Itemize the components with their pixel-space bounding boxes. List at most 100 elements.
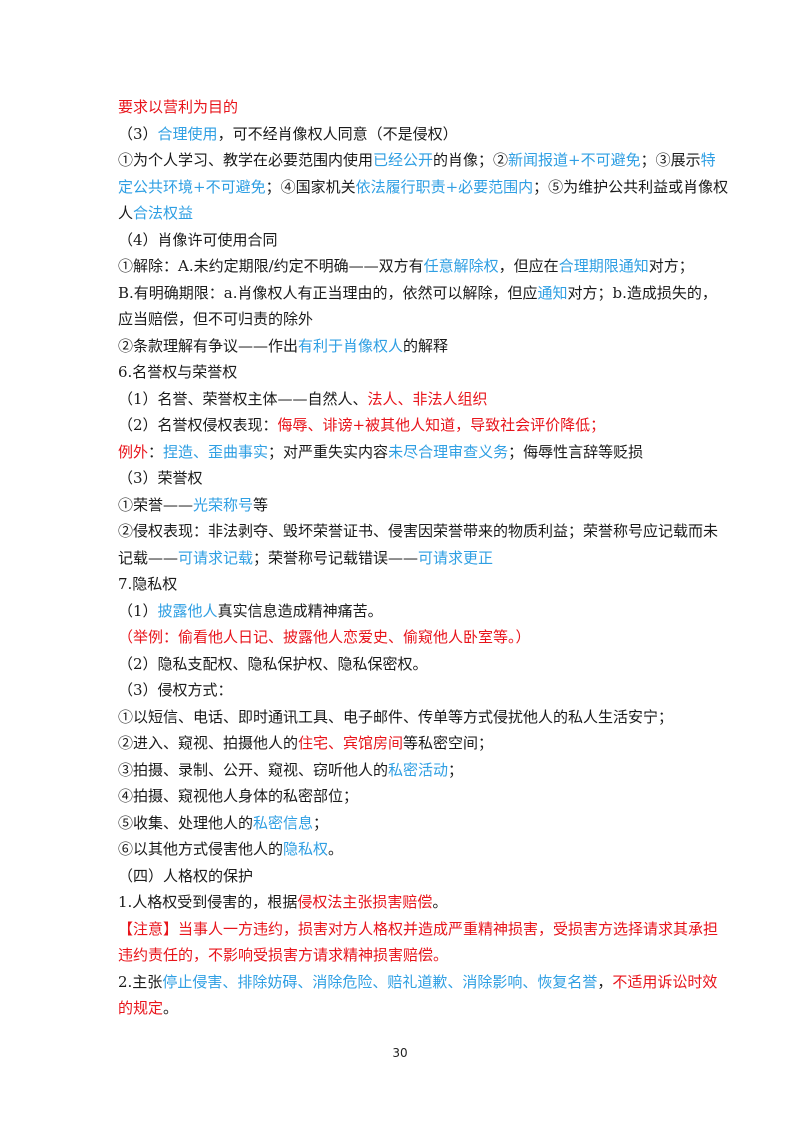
body-text: ； xyxy=(313,813,329,832)
highlight-blue-text: 可请求更正 xyxy=(418,548,494,567)
body-text: ；对严重失实内容 xyxy=(268,442,389,461)
text-line: ⑤收集、处理他人的私密信息； xyxy=(118,810,684,837)
body-text: ①为个人学习、教学在必要范围内使用 xyxy=(118,151,374,169)
highlight-blue-text: 通知 xyxy=(537,283,568,302)
text-line: （3）合理使用，可不经肖像权人同意（不是侵权） xyxy=(118,121,684,148)
text-line: 应当赔偿，但不可归责的除外 xyxy=(118,306,684,333)
body-text: （4）肖像许可使用合同 xyxy=(118,230,278,249)
body-text: ， xyxy=(597,972,613,991)
body-text: ①荣誉—— xyxy=(118,495,194,514)
text-line: ④拍摄、窥视他人身体的私密部位； xyxy=(118,783,684,810)
text-line: ②侵权表现：非法剥夺、毁坏荣誉证书、侵害因荣誉带来的物质利益；荣誉称号应记载而未 xyxy=(118,518,718,545)
highlight-blue-text: 有利于肖像权人 xyxy=(298,336,404,355)
body-text: 。 xyxy=(432,893,448,911)
highlight-blue-text: 停止侵害、排除妨碍、消除危险、赔礼道歉、消除影响、恢复名誉 xyxy=(162,972,598,991)
body-text: 应当赔偿，但不可归责的除外 xyxy=(118,310,314,328)
text-line: B.有明确期限：a.肖像权人有正当理由的，依然可以解除，但应通知对方；b.造成损… xyxy=(118,280,717,307)
text-line: 要求以营利为目的 xyxy=(118,94,684,121)
text-line: （3）侵权方式： xyxy=(118,677,684,704)
highlight-red-text: 违约责任的，不影响受损害方请求精神损害赔偿。 xyxy=(118,946,449,964)
text-line: ③拍摄、录制、公开、窥视、窃听他人的私密活动； xyxy=(118,757,684,784)
body-text: （四）人格权的保护 xyxy=(118,866,254,885)
body-text: ②侵权表现：非法剥夺、毁坏荣誉证书、侵害因荣誉带来的物质利益；荣誉称号应记载而未 xyxy=(118,522,719,540)
body-text: ，但应在 xyxy=(498,257,559,275)
highlight-red-text: 【注意】当事人一方违约，损害对方人格权并造成严重精神损害，受损害方选择请求其承担 xyxy=(118,919,719,938)
text-line: （4）肖像许可使用合同 xyxy=(118,227,684,254)
body-text: 7.隐私权 xyxy=(118,575,178,593)
body-text: （3）侵权方式： xyxy=(118,681,233,699)
body-text: ⑤收集、处理他人的 xyxy=(118,813,254,832)
highlight-red-text: 侮辱、诽谤+被其他人知道，导致社会评价降低； xyxy=(277,416,606,434)
text-line: （1）披露他人真实信息造成精神痛苦。 xyxy=(118,598,684,625)
body-text: ，可不经肖像权人同意（不是侵权） xyxy=(217,124,458,143)
text-line: ①荣誉——光荣称号等 xyxy=(118,492,684,519)
body-text: ①以短信、电话、即时通讯工具、电子邮件、传单等方式侵扰他人的私人生活安宁； xyxy=(118,707,674,726)
body-text: ；侮辱性言辞等贬损 xyxy=(508,442,644,461)
text-line: ②条款理解有争议——作出有利于肖像权人的解释 xyxy=(118,333,684,360)
text-line: ⑥以其他方式侵害他人的隐私权。 xyxy=(118,836,684,863)
body-text: （1） xyxy=(118,601,158,620)
text-line: 记载——可请求记载；荣誉称号记载错误——可请求更正 xyxy=(118,545,684,572)
document-body: 要求以营利为目的（3）合理使用，可不经肖像权人同意（不是侵权）①为个人学习、教学… xyxy=(118,94,728,1022)
highlight-blue-text: 私密活动 xyxy=(388,760,449,779)
body-text: ②进入、窥视、拍摄他人的 xyxy=(118,734,299,752)
highlight-blue-text: 依法履行职责+必要范围内 xyxy=(355,177,534,196)
body-text: ③拍摄、录制、公开、窥视、窃听他人的 xyxy=(118,760,389,779)
body-text: 的解释 xyxy=(403,336,449,355)
text-line: ①以短信、电话、即时通讯工具、电子邮件、传单等方式侵扰他人的私人生活安宁； xyxy=(118,704,684,731)
highlight-blue-text: 合理期限通知 xyxy=(558,257,649,275)
text-line: （四）人格权的保护 xyxy=(118,863,684,890)
body-text: 1.人格权受到侵害的，根据 xyxy=(118,893,298,911)
highlight-blue-text: 合法权益 xyxy=(133,204,194,222)
body-text: ⑥以其他方式侵害他人的 xyxy=(118,840,284,858)
highlight-red-text: 要求以营利为目的 xyxy=(118,98,239,116)
body-text: ①解除：A.未约定期限/约定不明确——双方有 xyxy=(118,257,424,275)
highlight-blue-text: 披露他人 xyxy=(157,601,218,620)
body-text: 2.主张 xyxy=(118,972,163,991)
text-line: （3）荣誉权 xyxy=(118,465,684,492)
highlight-red-text: （举例：偷看他人日记、披露他人恋爱史、偷窥他人卧室等。） xyxy=(118,628,531,646)
highlight-blue-text: 捏造、歪曲事实 xyxy=(163,442,269,461)
text-line: ①解除：A.未约定期限/约定不明确——双方有任意解除权，但应在合理期限通知对方； xyxy=(118,253,694,280)
highlight-blue-text: 未尽合理审查义务 xyxy=(388,442,509,461)
text-line: 人合法权益 xyxy=(118,200,684,227)
text-line: 【注意】当事人一方违约，损害对方人格权并造成严重精神损害，受损害方选择请求其承担 xyxy=(118,916,718,943)
text-line: ②进入、窥视、拍摄他人的住宅、宾馆房间等私密空间； xyxy=(118,730,684,757)
highlight-blue-text: 新闻报道+不可避免 xyxy=(508,151,641,169)
body-text: ： xyxy=(148,442,164,461)
text-line: 1.人格权受到侵害的，根据侵权法主张损害赔偿。 xyxy=(118,889,684,916)
body-text: （1）名誉、荣誉权主体——自然人、 xyxy=(118,389,368,408)
text-line: （2）隐私支配权、隐私保护权、隐私保密权。 xyxy=(118,651,684,678)
body-text: ；③展示 xyxy=(640,151,701,169)
highlight-blue-text: 特 xyxy=(700,151,716,169)
body-text: ；④国家机关 xyxy=(265,177,356,196)
body-text: 的肖像；② xyxy=(433,151,509,169)
highlight-blue-text: 定公共环境+不可避免 xyxy=(118,177,266,196)
body-text: 。 xyxy=(163,999,179,1017)
highlight-red-text: 侵权法主张损害赔偿 xyxy=(297,893,433,911)
highlight-blue-text: 光荣称号 xyxy=(193,495,254,514)
body-text: 对方；b.造成损失的， xyxy=(567,283,717,302)
text-line: （2）名誉权侵权表现：侮辱、诽谤+被其他人知道，导致社会评价降低； xyxy=(118,412,684,439)
highlight-blue-text: 隐私权 xyxy=(283,840,329,858)
text-line: 定公共环境+不可避免；④国家机关依法履行职责+必要范围内；⑤为维护公共利益或肖像… xyxy=(118,174,728,201)
body-text: ； xyxy=(448,760,464,779)
body-text: （3）荣誉权 xyxy=(118,469,203,487)
body-text: 等 xyxy=(253,495,269,514)
body-text: （3） xyxy=(118,124,158,143)
highlight-blue-text: 任意解除权 xyxy=(423,257,499,275)
body-text: （2）名誉权侵权表现： xyxy=(118,416,278,434)
text-line: 6.名誉权与荣誉权 xyxy=(118,359,684,386)
body-text: ④拍摄、窥视他人身体的私密部位； xyxy=(118,787,359,805)
body-text: （2）隐私支配权、隐私保护权、隐私保密权。 xyxy=(118,654,428,673)
text-line: 的规定。 xyxy=(118,995,684,1022)
highlight-red-text: 住宅、宾馆房间 xyxy=(298,734,404,752)
body-text: ；荣誉称号记载错误—— xyxy=(253,548,419,567)
highlight-blue-text: 可请求记载 xyxy=(178,548,254,567)
body-text: 。 xyxy=(328,840,344,858)
highlight-blue-text: 合理使用 xyxy=(157,124,218,143)
text-line: 违约责任的，不影响受损害方请求精神损害赔偿。 xyxy=(118,942,684,969)
page-number: 30 xyxy=(392,1046,408,1060)
text-line: ①为个人学习、教学在必要范围内使用已经公开的肖像；②新闻报道+不可避免；③展示特 xyxy=(118,147,716,174)
body-text: 6.名誉权与荣誉权 xyxy=(118,363,238,381)
